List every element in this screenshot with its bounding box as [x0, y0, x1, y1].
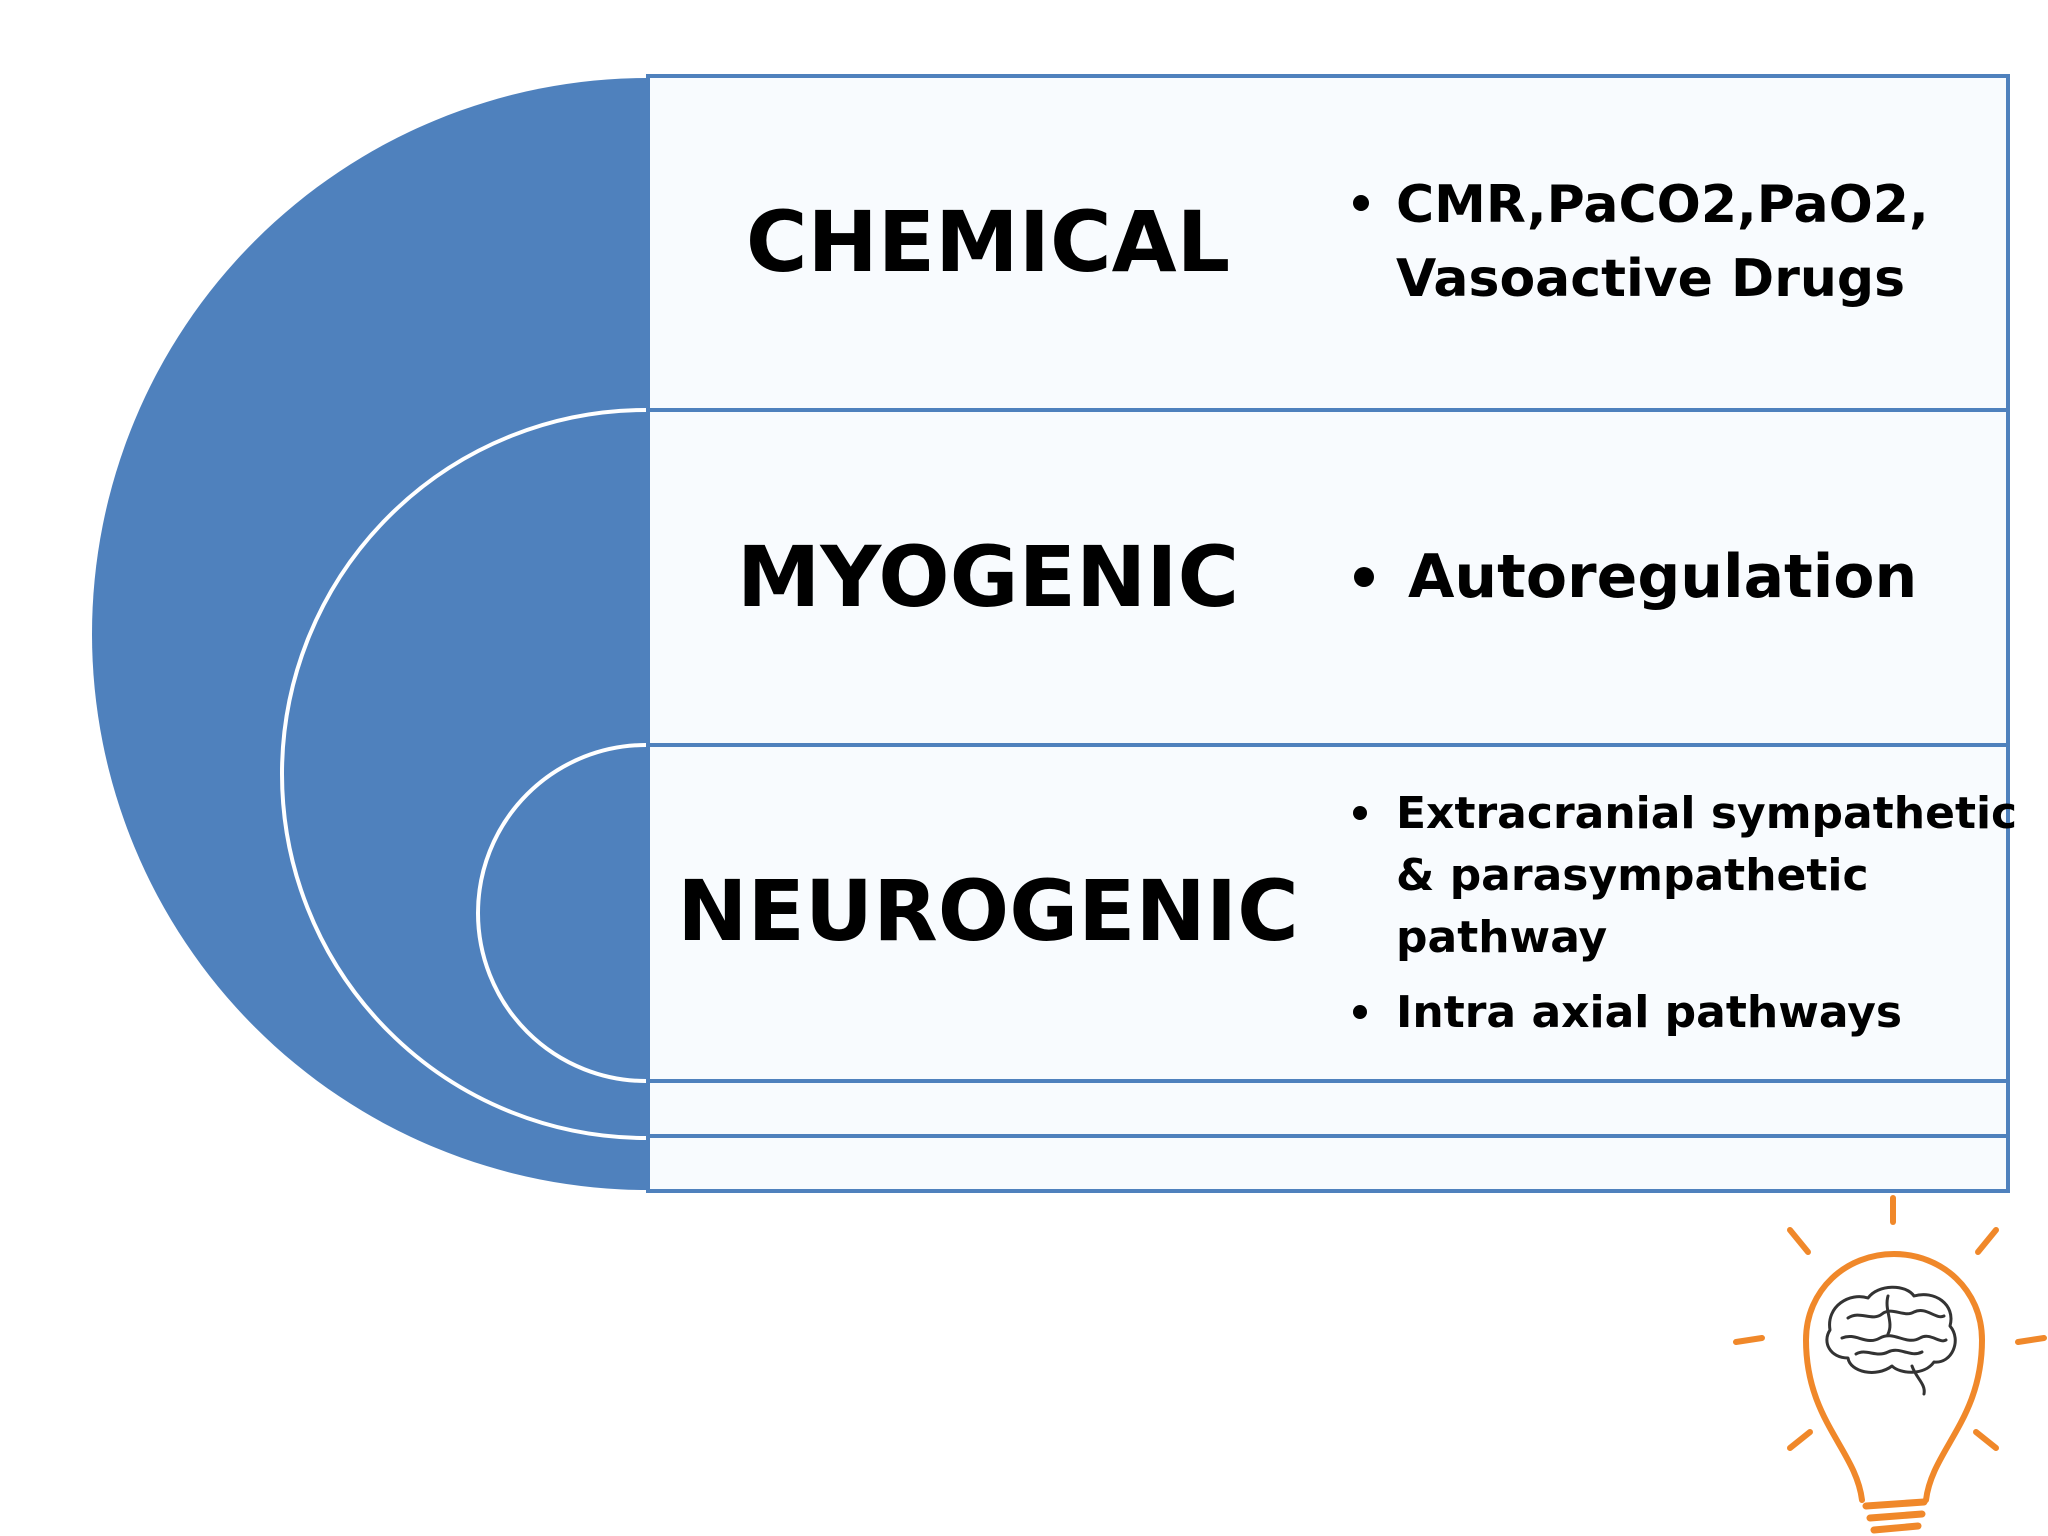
row-title-myogenic: MYOGENIC [737, 528, 1239, 626]
arc-group [92, 78, 648, 1190]
bullet-dot [1353, 1005, 1367, 1019]
row-box-spacer-1 [646, 1079, 2010, 1138]
row-box-chemical [646, 74, 2010, 412]
bullet-line: Intra axial pathways [1396, 987, 1902, 1038]
bullet-dot [1354, 567, 1374, 587]
lightbulb-brain-icon [1733, 1195, 2047, 1534]
bullet-line: pathway [1396, 912, 1607, 963]
bullet-dot [1353, 195, 1369, 211]
bullet-list-chemical: CMR,PaCO2,PaO2, Vasoactive Drugs [1353, 175, 1929, 309]
bullet-line: Vasoactive Drugs [1396, 249, 1905, 309]
row-title-neurogenic: NEUROGENIC [677, 862, 1299, 960]
bullet-line: & parasympathetic [1396, 850, 1869, 901]
row-box-spacer-2 [646, 1134, 2010, 1193]
row-boxes [646, 74, 2010, 1193]
middle-arc [280, 408, 647, 1140]
row-title-chemical: CHEMICAL [746, 193, 1230, 291]
bullet-dot [1353, 806, 1367, 820]
bullet-list-neurogenic: Extracranial sympathetic & parasympathet… [1353, 788, 2017, 1038]
row-box-myogenic [646, 408, 2010, 747]
row-box-neurogenic [646, 743, 2010, 1083]
outer-arc [92, 78, 648, 1190]
inner-arc [476, 743, 647, 1083]
bullet-line: Extracranial sympathetic [1396, 788, 2017, 839]
bullet-line: Autoregulation [1408, 542, 1917, 612]
bullet-list-myogenic: Autoregulation [1354, 542, 1917, 612]
bullet-line: CMR,PaCO2,PaO2, [1396, 175, 1929, 235]
